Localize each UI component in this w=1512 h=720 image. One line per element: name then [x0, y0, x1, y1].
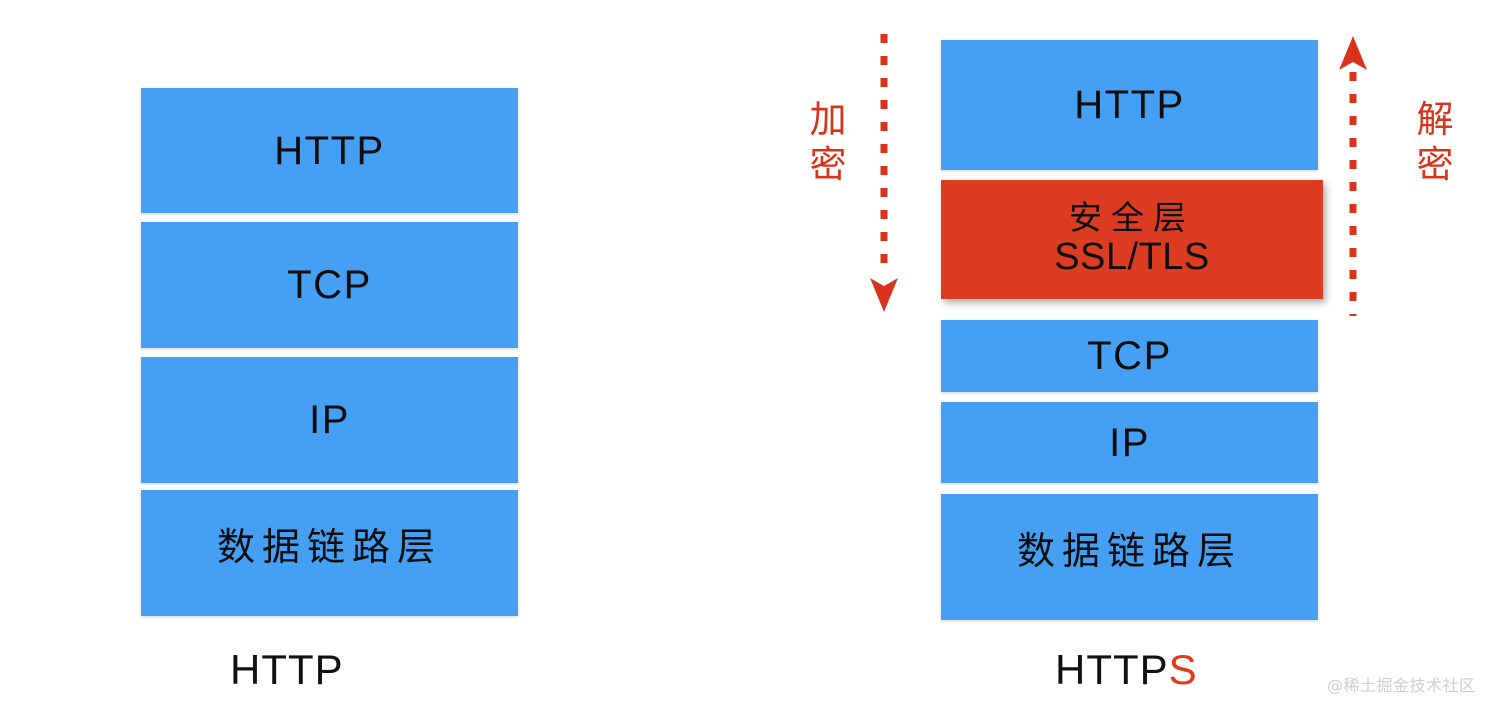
caption-https: HTTPS: [1055, 646, 1198, 694]
layer-label-tcp: TCP: [287, 263, 372, 307]
layer-box-http: HTTP: [141, 88, 518, 213]
layer-box-https-tcp: TCP: [941, 320, 1318, 392]
layer-box-https-ip: IP: [941, 402, 1318, 483]
caption-http: HTTP: [230, 646, 344, 694]
encrypt-label: 加密: [806, 97, 850, 187]
encrypt-arrow-icon: [870, 34, 898, 312]
layer-label-https-tcp: TCP: [1087, 334, 1172, 378]
layer-label-data-link: 数据链路层: [216, 525, 442, 569]
caption-https-s: S: [1168, 646, 1198, 693]
layer-box-https-data-link: 数据链路层: [941, 494, 1318, 620]
decrypt-label: 解密: [1413, 97, 1457, 187]
layer-label-https-ip: IP: [1109, 420, 1150, 465]
caption-https-text: HTTP: [1055, 646, 1169, 693]
encrypt-label-text: 加密: [809, 98, 847, 187]
layer-box-ip: IP: [141, 357, 518, 483]
layer-label-ip: IP: [309, 398, 350, 442]
decrypt-label-text: 解密: [1416, 98, 1454, 187]
decrypt-arrow-icon: [1339, 36, 1367, 316]
layer-label-https-http: HTTP: [1074, 83, 1185, 127]
layer-box-security-ssl-tls: 安全层 SSL/TLS: [941, 180, 1323, 299]
layer-label-https-data-link: 数据链路层: [1016, 529, 1242, 573]
watermark: @稀土掘金技术社区: [1327, 672, 1476, 696]
layer-box-data-link: 数据链路层: [141, 490, 518, 616]
layer-box-tcp: TCP: [141, 222, 518, 348]
watermark-text: @稀土掘金技术社区: [1327, 676, 1476, 695]
layer-box-https-http: HTTP: [941, 40, 1318, 170]
caption-http-text: HTTP: [230, 646, 344, 693]
layer-label-http: HTTP: [274, 128, 385, 173]
layer-label-security-cjk: 安全层: [1069, 198, 1195, 238]
layer-label-ssl-tls: SSL/TLS: [1054, 235, 1210, 278]
